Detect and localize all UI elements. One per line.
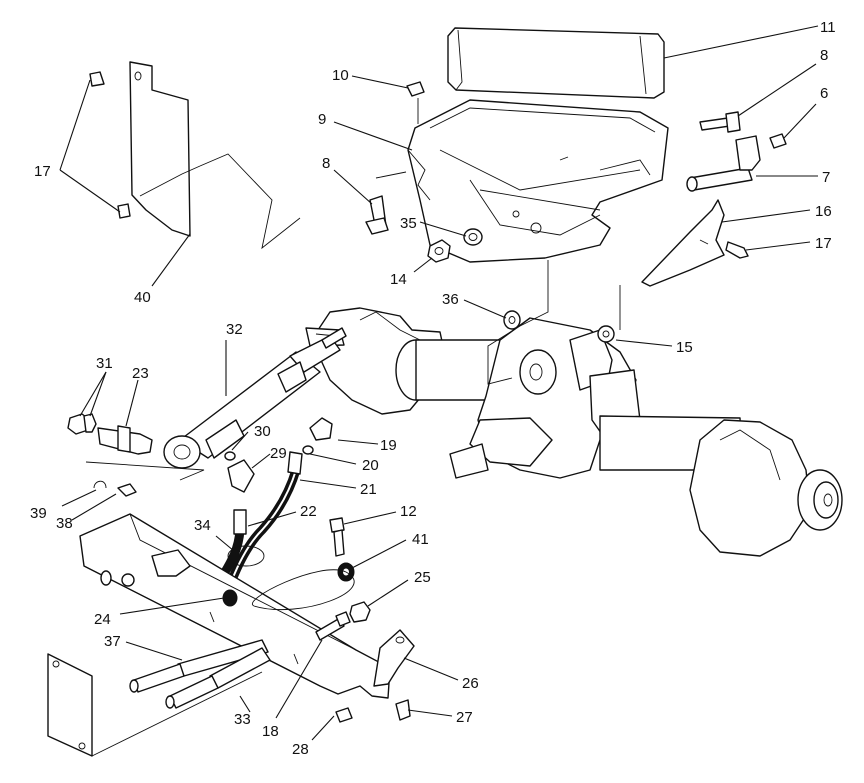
callout-27: 27	[456, 709, 473, 726]
callout-7: 7	[822, 169, 830, 186]
bolt-8-left-part	[365, 171, 407, 235]
hydraulic-cylinder-part	[163, 327, 347, 469]
callout-38: 38	[56, 515, 73, 532]
callout-36: 36	[442, 291, 459, 308]
callout-6: 6	[820, 85, 828, 102]
callout-28: 28	[292, 741, 309, 758]
clamp-34-part	[227, 545, 265, 567]
callout-22: 22	[300, 503, 317, 520]
nut-25-part	[349, 601, 371, 623]
callout-29: 29	[270, 445, 287, 462]
callout-14: 14	[390, 271, 407, 288]
screw-17-left-part	[89, 71, 131, 219]
oring-20-part	[302, 445, 314, 455]
fitting-38-part	[117, 483, 137, 497]
leader-lines	[59, 25, 819, 741]
callout-39: 39	[30, 505, 47, 522]
clip-39-part	[93, 480, 107, 489]
callout-11: 11	[820, 19, 836, 36]
callout-15: 15	[676, 339, 693, 356]
fitting-29-part	[227, 459, 255, 493]
fitting-19-part	[309, 417, 333, 441]
callout-10: 10	[332, 67, 349, 84]
callout-18: 18	[262, 723, 279, 740]
bracket-16-part	[641, 199, 725, 287]
callout-35: 35	[400, 215, 417, 232]
bushing-24-part	[222, 589, 238, 607]
bolt-6-part	[769, 133, 787, 149]
callout-33: 33	[234, 711, 251, 728]
callout-34: 34	[194, 517, 211, 534]
hose-21-part	[227, 451, 303, 585]
callout-31: 31	[96, 355, 113, 372]
plate-part	[47, 653, 93, 757]
callout-24: 24	[94, 611, 111, 628]
bolt-23-part	[97, 425, 153, 455]
bracket-26-part	[373, 629, 415, 687]
callout-40: 40	[134, 289, 151, 306]
pin-7-part	[686, 135, 761, 192]
callout-20: 20	[362, 457, 379, 474]
hose-37-part	[129, 639, 269, 693]
callout-19: 19	[380, 437, 397, 454]
callout-9: 9	[318, 111, 326, 128]
transaxle-part	[305, 307, 843, 557]
callout-16: 16	[815, 203, 832, 220]
washer-36-part	[503, 310, 521, 330]
callout-8-upper: 8	[820, 47, 828, 64]
nut-14-part	[427, 239, 451, 263]
bolt-8-upper-part	[699, 111, 741, 133]
bolt-27-part	[395, 699, 411, 721]
seat-bracket-part	[407, 99, 669, 263]
nut-28-part	[335, 707, 353, 723]
bolt-12-part	[329, 517, 345, 557]
bolt-18-part	[315, 611, 351, 641]
callout-37: 37	[104, 633, 121, 650]
oring-30-part	[224, 451, 236, 461]
callout-41: 41	[412, 531, 429, 548]
washer-35-part	[463, 228, 483, 246]
hose-33-part	[165, 647, 271, 709]
callout-17-right: 17	[815, 235, 832, 252]
nut-31-part	[67, 413, 97, 435]
callout-labels: 11 8 6 7 16 17 10 9 8 35 14 17 40 36 15 …	[30, 19, 836, 758]
nut-10-part	[406, 81, 425, 124]
seat-pad-part	[447, 27, 665, 99]
callout-12: 12	[400, 503, 417, 520]
callout-26: 26	[462, 675, 479, 692]
callout-30: 30	[254, 423, 271, 440]
washer-15-part	[597, 325, 615, 343]
screw-17-right-part	[725, 241, 749, 259]
callout-21: 21	[360, 481, 377, 498]
callout-32: 32	[226, 321, 243, 338]
callout-8-left: 8	[322, 155, 330, 172]
callout-25: 25	[414, 569, 431, 586]
panel-40-part	[129, 61, 191, 237]
callout-17-left: 17	[34, 163, 51, 180]
callout-23: 23	[132, 365, 149, 382]
